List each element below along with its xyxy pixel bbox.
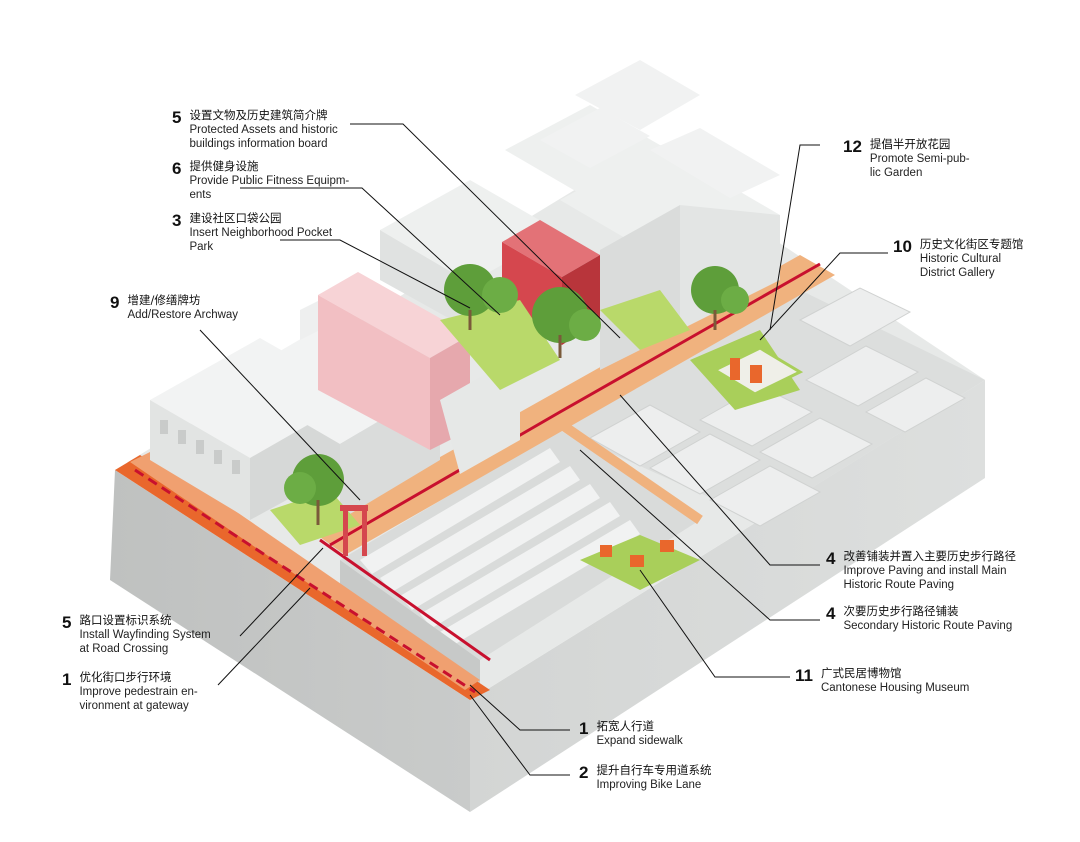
label-number: 5: [172, 108, 182, 127]
front-street: [115, 452, 491, 700]
label-number: 12: [843, 137, 862, 156]
front-block: [340, 430, 700, 690]
label-number: 4: [826, 549, 836, 568]
label-zh: 拓宽人行道: [596, 719, 654, 733]
label-en: Provide Public Fitness Equipm- ents: [189, 175, 350, 201]
right-blocks: [560, 287, 985, 527]
main-street: [310, 255, 835, 555]
label-en: Add/Restore Archway: [127, 309, 239, 321]
label-bike-lane: 2 提升自行车专用道系统 Improving Bike Lane: [579, 763, 711, 792]
label-zh: 建设社区口袋公园: [189, 211, 282, 225]
label-info-board: 5 设置文物及历史建筑简介牌 Protected Assets and hist…: [172, 108, 338, 151]
label-en: Insert Neighborhood Pocket Park: [189, 227, 333, 253]
label-zh: 提升自行车专用道系统: [596, 763, 712, 777]
label-pocket-park: 3 建设社区口袋公园 Insert Neighborhood Pocket Pa…: [172, 211, 332, 254]
label-zh: 路口设置标识系统: [79, 613, 172, 627]
label-number: 11: [795, 666, 813, 685]
label-en: Historic Cultural District Gallery: [919, 253, 1002, 279]
label-en: Cantonese Housing Museum: [820, 682, 970, 694]
label-gateway: 1 优化街口步行环境 Improve pedestrain en- vironm…: [62, 670, 198, 713]
label-zh: 次要历史步行路径铺装: [843, 604, 959, 618]
label-gallery: 10 历史文化街区专题馆 Historic Cultural District …: [893, 237, 1023, 280]
label-wayfinding: 5 路口设置标识系统 Install Wayfinding System at …: [62, 613, 211, 656]
label-number: 6: [172, 159, 182, 178]
label-sidewalk: 1 拓宽人行道 Expand sidewalk: [579, 719, 683, 748]
label-fitness: 6 提供健身设施 Provide Public Fitness Equipm- …: [172, 159, 349, 202]
label-en: Install Wayfinding System at Road Crossi…: [79, 629, 211, 655]
label-zh: 提倡半开放花园: [869, 137, 951, 151]
label-secondary-route-paving: 4 次要历史步行路径铺装 Secondary Historic Route Pa…: [826, 604, 1012, 633]
pavilions: [600, 346, 804, 567]
label-number: 2: [579, 763, 589, 782]
label-en: Expand sidewalk: [596, 735, 683, 747]
label-number: 1: [62, 670, 72, 689]
label-zh: 提供健身设施: [189, 159, 259, 173]
label-en: Secondary Historic Route Paving: [843, 620, 1013, 632]
trees: [284, 264, 749, 506]
label-zh: 历史文化街区专题馆: [919, 237, 1024, 251]
label-zh: 增建/修缮牌坊: [127, 293, 201, 307]
label-zh: 广式民居博物馆: [820, 666, 902, 680]
label-zh: 改善铺装并置入主要历史步行路径: [843, 549, 1016, 563]
left-buildings: [150, 272, 520, 520]
label-en: Protected Assets and historic buildings …: [189, 124, 338, 150]
label-number: 1: [579, 719, 589, 738]
label-zh: 设置文物及历史建筑简介牌: [189, 108, 328, 122]
leader-lines: [199, 123, 888, 776]
label-main-route-paving: 4 改善铺装并置入主要历史步行路径 Improve Paving and ins…: [826, 549, 1016, 592]
archway: [340, 505, 368, 556]
label-number: 9: [110, 293, 120, 312]
label-en: Improving Bike Lane: [596, 779, 702, 791]
label-semi-public-garden: 12 提倡半开放花园 Promote Semi-pub- lic Garden: [843, 137, 970, 180]
label-zh: 优化街口步行环境: [79, 670, 172, 684]
label-housing-museum: 11 广式民居博物馆 Cantonese Housing Museum: [795, 666, 969, 695]
label-en: Improve pedestrain en- vironment at gate…: [79, 686, 198, 712]
label-number: 10: [893, 237, 912, 256]
label-number: 4: [826, 604, 836, 623]
label-number: 5: [62, 613, 72, 632]
label-en: Improve Paving and install Main Historic…: [843, 565, 1007, 591]
label-number: 3: [172, 211, 182, 230]
label-en: Promote Semi-pub- lic Garden: [869, 153, 970, 179]
label-archway: 9 增建/修缮牌坊 Add/Restore Archway: [110, 293, 238, 322]
